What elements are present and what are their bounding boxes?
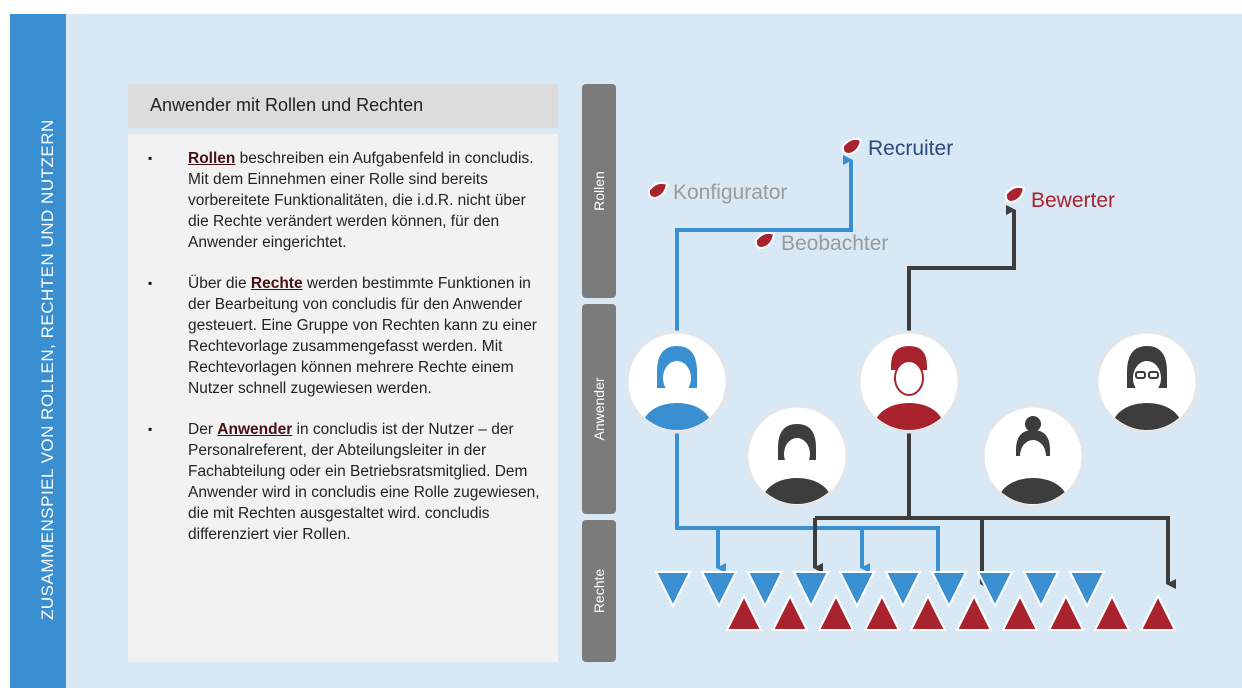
bullet-icon: ▪ xyxy=(148,276,153,290)
user-avatar-icon xyxy=(981,404,1085,508)
bullet-rights: ▪ Über die Rechte werden bestimmte Funkt… xyxy=(148,273,542,399)
panel-body: ▪ Rollen beschreiben ein Aufgabenfeld in… xyxy=(128,134,558,662)
triangle-down-icon xyxy=(1022,571,1060,609)
triangle-down-icon xyxy=(838,571,876,609)
user-avatar-icon xyxy=(1095,330,1199,434)
bullet-prefix: Der xyxy=(188,421,218,438)
rights-down-row xyxy=(654,571,1106,609)
triangle-up-icon xyxy=(1001,593,1039,631)
triangle-up-icon xyxy=(1139,593,1177,631)
bullet-body: werden bestimmte Funktionen in der Bearb… xyxy=(188,275,537,397)
bullet-body: beschreiben ein Aufgabenfeld in concludi… xyxy=(188,150,534,251)
dark-connectors xyxy=(813,205,1176,589)
role-bewerter-label: Bewerter xyxy=(1031,189,1115,212)
leaf-marker-icon xyxy=(841,137,863,156)
bullet-roles: ▪ Rollen beschreiben ein Aufgabenfeld in… xyxy=(148,148,542,253)
user-avatar-icon xyxy=(857,330,961,434)
connector-to-recruiter xyxy=(675,155,853,336)
tab-rights: Rechte xyxy=(582,520,616,662)
role-konfigurator-label: Konfigurator xyxy=(673,181,787,204)
leaf-marker-icon xyxy=(1004,185,1026,204)
bullet-text: Der Anwender in concludis ist der Nutzer… xyxy=(188,419,542,545)
triangle-up-icon xyxy=(863,593,901,631)
triangle-down-icon xyxy=(654,571,692,609)
role-beobachter: Beobachter xyxy=(754,231,888,255)
triangle-up-icon xyxy=(909,593,947,631)
keyword-roles: Rollen xyxy=(188,150,236,167)
connector-to-bewerter xyxy=(907,205,1016,334)
leaf-marker-icon xyxy=(647,181,669,200)
triangle-down-icon xyxy=(792,571,830,609)
user-avatar-icon xyxy=(625,330,729,434)
connector-to-rights-blue xyxy=(675,430,946,589)
keyword-user: Anwender xyxy=(217,421,293,438)
user-avatar-icon xyxy=(745,404,849,508)
keyword-rights: Rechte xyxy=(250,275,303,292)
rights-up-row xyxy=(725,593,1177,631)
triangle-down-icon xyxy=(976,571,1014,609)
role-recruiter-label: Recruiter xyxy=(868,137,953,160)
blue-connectors xyxy=(675,155,946,589)
triangle-up-icon xyxy=(771,593,809,631)
role-bewerter: Bewerter xyxy=(1004,185,1115,212)
tab-users: Anwender xyxy=(582,304,616,514)
triangle-down-icon xyxy=(746,571,784,609)
role-konfigurator: Konfigurator xyxy=(647,181,787,204)
triangle-up-icon xyxy=(817,593,855,631)
bullet-icon: ▪ xyxy=(148,151,153,165)
triangle-up-icon xyxy=(955,593,993,631)
triangle-down-icon xyxy=(884,571,922,609)
connector-to-rights-dark xyxy=(907,430,1176,589)
bullet-text: Über die Rechte werden bestimmte Funktio… xyxy=(188,273,542,399)
bullet-icon: ▪ xyxy=(148,422,153,436)
sidebar-band xyxy=(10,14,66,688)
leaf-marker-icon xyxy=(754,231,776,250)
triangle-up-icon xyxy=(1093,593,1131,631)
bullet-body: in concludis ist der Nutzer – der Person… xyxy=(188,421,540,543)
bullet-text: Rollen beschreiben ein Aufgabenfeld in c… xyxy=(188,148,542,253)
triangle-down-icon xyxy=(700,571,738,609)
role-beobachter-label: Beobachter xyxy=(781,232,888,255)
role-recruiter: Recruiter xyxy=(841,137,953,160)
triangle-down-icon xyxy=(1068,571,1106,609)
triangle-down-icon xyxy=(930,571,968,609)
bullet-user: ▪ Der Anwender in concludis ist der Nutz… xyxy=(148,419,542,545)
bullet-prefix: Über die xyxy=(188,275,251,292)
triangle-up-icon xyxy=(725,593,763,631)
tab-roles: Rollen xyxy=(582,84,616,298)
panel-heading: Anwender mit Rollen und Rechten xyxy=(128,84,558,128)
triangle-up-icon xyxy=(1047,593,1085,631)
